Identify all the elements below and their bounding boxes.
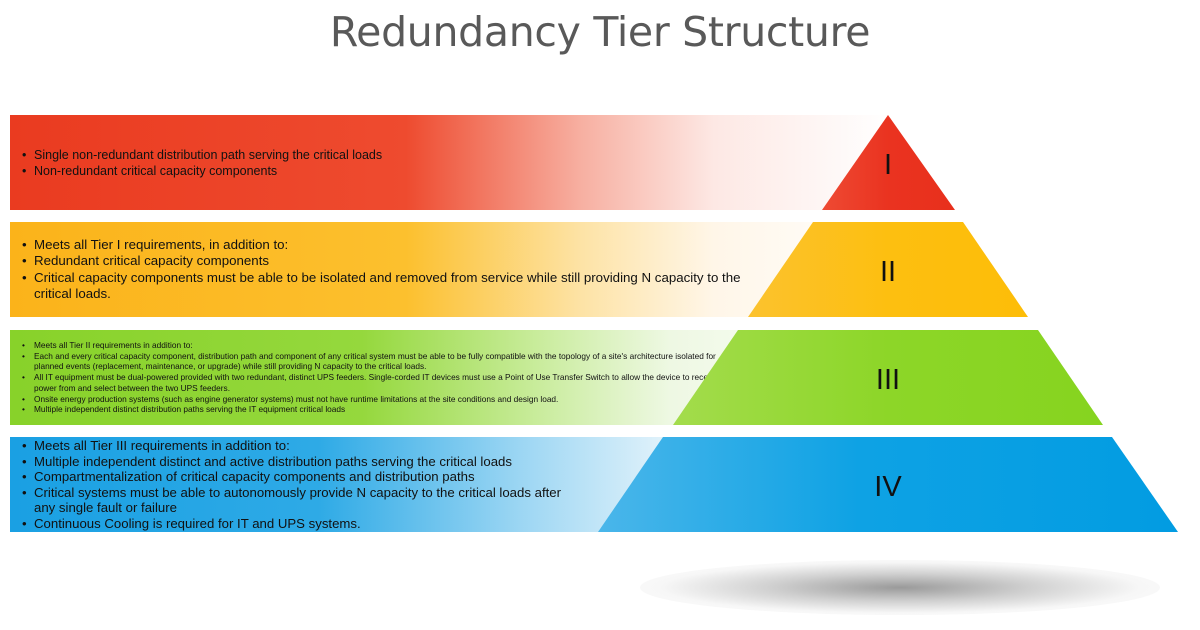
tier-1-triangle [822, 115, 955, 210]
tier-3-bullet: Multiple independent distinct distributi… [20, 404, 720, 415]
tier-4-numeral: IV [874, 471, 902, 503]
tier-4-bullet-list: Meets all Tier III requirements in addit… [10, 438, 580, 531]
tier-1-band: Single non-redundant distribution path s… [10, 115, 890, 210]
pyramid-shadow [640, 560, 1160, 615]
tier-2-bullet: Redundant critical capacity components [20, 253, 760, 270]
tier-3-bullet: All IT equipment must be dual-powered pr… [20, 372, 720, 393]
tier-2-trapezoid [748, 222, 1028, 317]
tier-2-bullet: Critical capacity components must be abl… [20, 270, 760, 303]
tier-3-bullet-list: Meets all Tier II requirements in additi… [10, 340, 720, 415]
tier-4-trapezoid [598, 437, 1178, 532]
tier-3-numeral: III [876, 364, 900, 396]
tier-4-bullet: Critical systems must be able to autonom… [20, 485, 580, 516]
tier-3-bullet: Each and every critical capacity compone… [20, 351, 720, 372]
tier-3-trapezoid [673, 330, 1103, 425]
tier-4-bullet: Compartmentalization of critical capacit… [20, 469, 580, 485]
tier-2-bullet: Meets all Tier I requirements, in additi… [20, 237, 760, 254]
tier-2-numeral: II [880, 256, 896, 288]
tier-3-bullet: Onsite energy production systems (such a… [20, 394, 720, 405]
tier-1-bullet: Non-redundant critical capacity componen… [20, 163, 382, 179]
tier-2-bullet-list: Meets all Tier I requirements, in additi… [10, 237, 760, 303]
tier-4-bullet: Meets all Tier III requirements in addit… [20, 438, 580, 454]
tier-1-bullet: Single non-redundant distribution path s… [20, 147, 382, 163]
tier-1-bullet-list: Single non-redundant distribution path s… [10, 147, 382, 179]
tier-1-numeral: I [884, 149, 892, 181]
tier-3-bullet: Meets all Tier II requirements in additi… [20, 340, 720, 351]
tier-4-bullet: Continuous Cooling is required for IT an… [20, 516, 580, 532]
tier-2-band: Meets all Tier I requirements, in additi… [10, 222, 890, 317]
tier-4-bullet: Multiple independent distinct and active… [20, 454, 580, 470]
page-title: Redundancy Tier Structure [329, 8, 871, 56]
